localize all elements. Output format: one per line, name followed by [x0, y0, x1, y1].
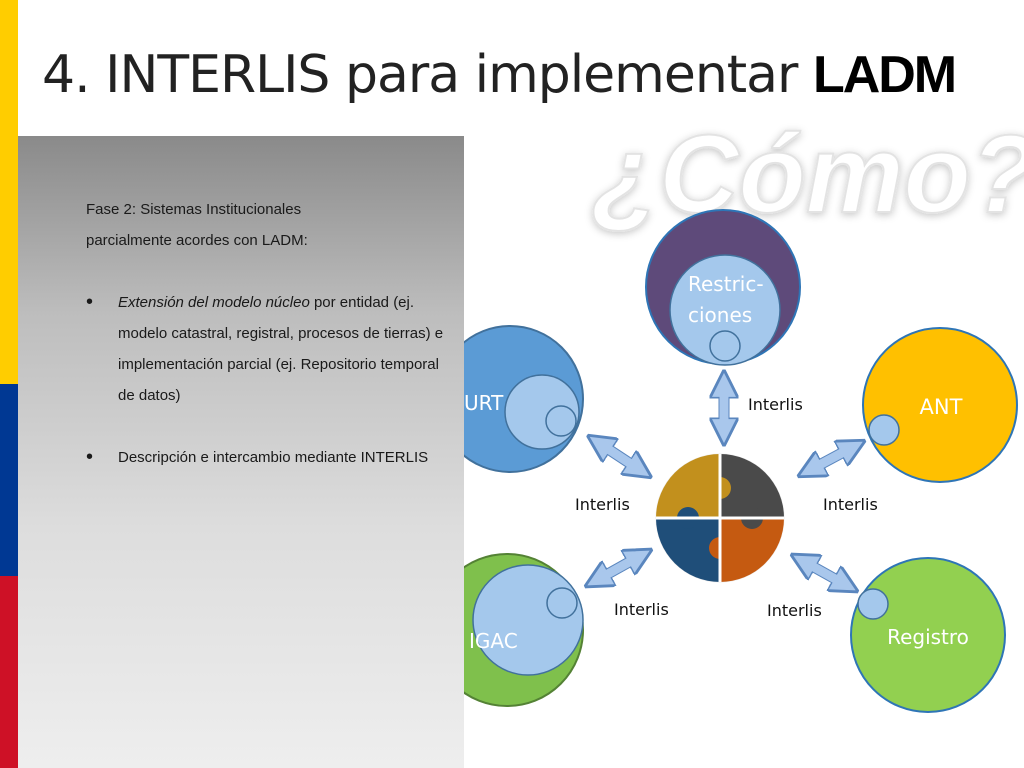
ant-small-circle	[868, 414, 900, 446]
phase-heading-line1: Fase 2: Sistemas Institucionales	[86, 201, 302, 218]
connector-label-lower-left: Interlis	[614, 600, 669, 619]
restricciones-label-line2: ciones	[688, 303, 752, 327]
registro-circle	[850, 557, 1006, 713]
bullet-2-text: Descripción e intercambio mediante INTER…	[118, 449, 429, 466]
bullet-item-1: • Extensión del modelo núcleo por entidad…	[86, 287, 446, 411]
node-igac: IGAC	[430, 553, 584, 707]
flag-stripe-blue	[0, 384, 18, 576]
igac-label: IGAC	[469, 629, 518, 653]
title-main: 4. INTERLIS para implementar	[42, 45, 813, 105]
registro-small-circle	[857, 588, 889, 620]
puzzle-piece-gold	[656, 454, 720, 518]
arrow-upper-right	[807, 443, 856, 474]
bullet-list: • Extensión del modelo núcleo por entidad…	[86, 287, 446, 473]
registro-label: Registro	[887, 625, 969, 649]
igac-small-circle	[546, 587, 578, 619]
connector-arrows	[594, 384, 856, 589]
node-urt: URT	[436, 325, 584, 473]
igac-inner-circle	[472, 564, 584, 676]
connector-label-left: Interlis	[575, 495, 630, 514]
central-puzzle	[655, 453, 785, 583]
node-registro: Registro	[850, 557, 1006, 713]
urt-label: URT	[464, 391, 504, 415]
flag-stripe-yellow	[0, 0, 18, 384]
connector-label-lower-right: Interlis	[767, 601, 822, 620]
node-restricciones: Restric- ciones	[645, 209, 801, 366]
restricciones-inner-circle	[669, 254, 781, 366]
arrow-lower-left	[594, 552, 643, 584]
node-ant: ANT	[862, 327, 1018, 483]
puzzle-piece-navy	[656, 518, 720, 582]
connector-label-top: Interlis	[748, 395, 803, 414]
restricciones-label-line1: Restric-	[688, 272, 764, 296]
flag-stripe-red	[0, 576, 18, 768]
bullet-1-emphasis: Extensión del modelo núcleo	[118, 294, 310, 311]
bullet-item-2: • Descripción e intercambio mediante INTE…	[86, 442, 446, 473]
puzzle-piece-orange	[720, 518, 784, 582]
arrow-lower-right	[800, 557, 849, 589]
bullet-dot-icon: •	[86, 446, 94, 468]
phase-heading-line2: parcialmente acordes con LADM:	[86, 232, 308, 249]
connector-label-right: Interlis	[823, 495, 878, 514]
ant-circle	[862, 327, 1018, 483]
title-strong: LADM	[812, 46, 957, 104]
restricciones-small-circle	[709, 330, 741, 362]
description-text: Fase 2: Sistemas Institucionales parcial…	[86, 194, 446, 504]
arrow-upper-left	[596, 439, 643, 474]
ant-label: ANT	[920, 395, 963, 419]
bullet-1-text: por entidad (ej. modelo catastral, regis…	[118, 294, 444, 404]
puzzle-piece-gray	[720, 454, 784, 518]
description-panel: Fase 2: Sistemas Institucionales parcial…	[18, 136, 464, 768]
watermark-como: ¿Cómo?	[592, 113, 1024, 236]
urt-small-circle	[545, 405, 577, 437]
slide-title: 4. INTERLIS para implementar LADM	[42, 44, 957, 106]
bullet-dot-icon: •	[86, 291, 94, 313]
